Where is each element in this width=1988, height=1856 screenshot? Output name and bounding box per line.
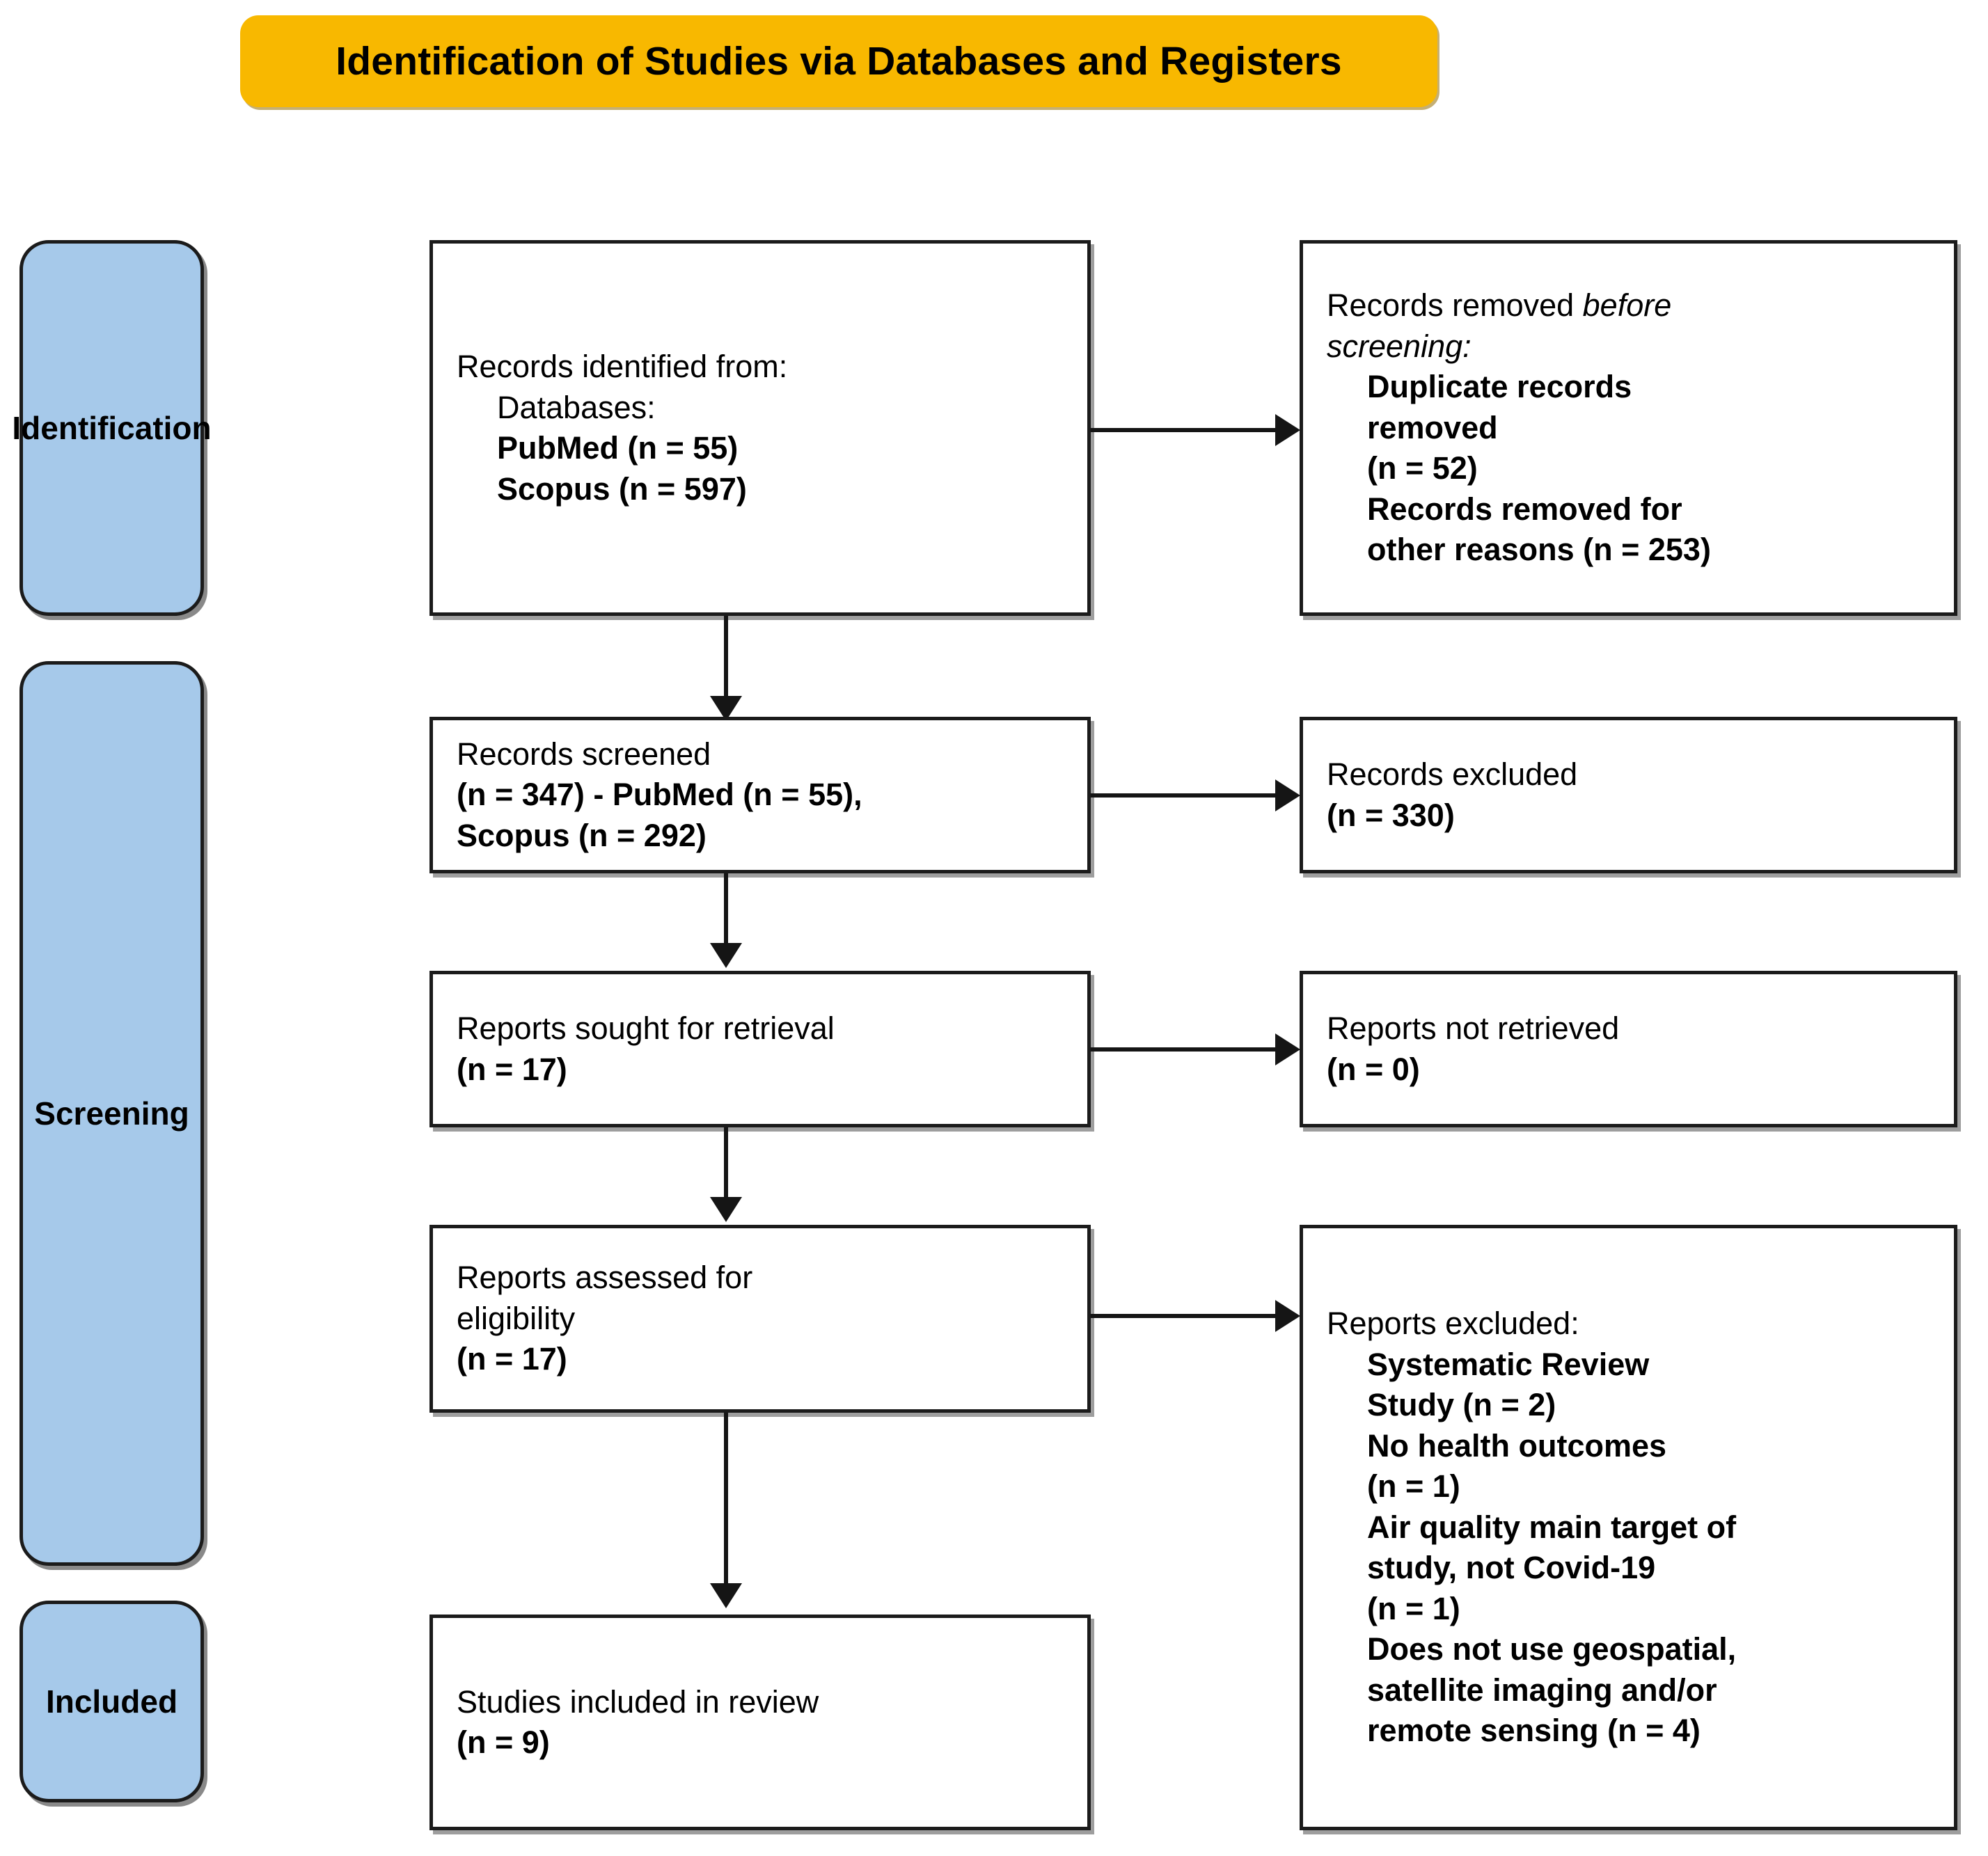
box-records-removed-text: Records removed before screening: Duplicat… (1327, 285, 1930, 571)
arrow-head-assessed-to-reports-excluded (1275, 1300, 1300, 1332)
box-text-line: Does not use geospatial, (1367, 1631, 1737, 1667)
box-text-line: remote sensing (n = 4) (1367, 1713, 1701, 1749)
box-records-identified: Records identified from: Databases: PubMed… (429, 240, 1091, 616)
arrow-line-screened-to-sought (724, 873, 728, 943)
box-text-line: other reasons (n = 253) (1367, 532, 1711, 568)
box-text-line: PubMed (n = 55) (497, 430, 739, 466)
box-text-line: (n = 17) (457, 1341, 567, 1377)
arrow-line-identified-to-removed (1091, 428, 1275, 432)
box-records-screened-text: Records screened (n = 347) - PubMed (n = … (457, 734, 1064, 857)
stage-box-included: Included (19, 1601, 204, 1802)
box-records-excluded: Records excluded (n = 330) (1300, 717, 1957, 873)
box-text-line: Systematic Review (1367, 1346, 1650, 1382)
arrow-line-screened-to-excluded (1091, 793, 1275, 798)
arrow-head-sought-to-assessed (710, 1197, 742, 1222)
box-text-line: Scopus (n = 292) (457, 817, 707, 853)
stage-label-included: Included (45, 1683, 178, 1720)
arrow-line-identified-to-screened (724, 616, 728, 696)
box-records-identified-text: Records identified from: Databases: PubMed… (457, 347, 1064, 509)
arrow-line-sought-to-assessed (724, 1127, 728, 1197)
box-text-line: (n = 1) (1367, 1590, 1460, 1626)
box-text-line: Records identified from: (457, 349, 788, 384)
box-text-line: Duplicate records (1367, 369, 1632, 405)
arrow-line-assessed-to-reports-excluded (1091, 1314, 1275, 1318)
stage-box-screening: Screening (19, 661, 204, 1566)
box-text-line: Reports assessed for (457, 1260, 753, 1296)
box-reports-assessed-text: Reports assessed for eligibility (n = 17) (457, 1258, 1064, 1380)
box-text-line: Air quality main target of (1367, 1509, 1737, 1545)
box-text-line: (n = 17) (457, 1051, 567, 1087)
arrow-head-sought-to-not-retrieved (1275, 1033, 1300, 1065)
box-text-line: Records screened (457, 736, 711, 772)
box-text-line: Study (n = 2) (1367, 1387, 1556, 1423)
box-reports-assessed: Reports assessed for eligibility (n = 17) (429, 1225, 1091, 1413)
arrow-line-sought-to-not-retrieved (1091, 1047, 1275, 1052)
stage-label-identification: Identification (12, 409, 212, 446)
box-text-line: Databases: (497, 389, 656, 425)
box-text-line: Reports not retrieved (1327, 1010, 1620, 1046)
box-text-line: No health outcomes (1367, 1427, 1667, 1464)
arrow-head-identified-to-removed (1275, 414, 1300, 446)
box-text-line: Reports excluded: (1327, 1306, 1579, 1342)
box-text-line: (n = 330) (1327, 797, 1455, 833)
box-text-line: (n = 0) (1327, 1051, 1420, 1087)
box-text-line: study, not Covid-19 (1367, 1550, 1656, 1586)
emphasis-text: before (1582, 287, 1672, 324)
box-studies-included: Studies included in review (n = 9) (429, 1615, 1091, 1830)
box-text-line: (n = 347) - PubMed (n = 55), (457, 777, 862, 813)
arrow-head-screened-to-excluded (1275, 779, 1300, 811)
box-text-line: (n = 52) (1367, 450, 1478, 486)
box-text-line: (n = 9) (457, 1724, 550, 1760)
box-text-line: Records removed before (1327, 287, 1672, 324)
diagram-title-banner: Identification of Studies via Databases … (240, 15, 1437, 107)
box-text-line: (n = 1) (1367, 1468, 1460, 1505)
box-reports-sought-text: Reports sought for retrieval (n = 17) (457, 1008, 1064, 1090)
box-text-line: Records excluded (1327, 756, 1578, 792)
arrow-line-assessed-to-included (724, 1413, 728, 1583)
box-text-line: Records removed for (1367, 491, 1682, 527)
stage-label-screening: Screening (34, 1095, 189, 1132)
page-title: Identification of Studies via Databases … (336, 39, 1342, 84)
box-text-line: eligibility (457, 1300, 576, 1336)
arrow-head-assessed-to-included (710, 1583, 742, 1608)
box-text-line: Reports sought for retrieval (457, 1010, 835, 1046)
box-records-excluded-text: Records excluded (n = 330) (1327, 754, 1930, 836)
box-reports-sought: Reports sought for retrieval (n = 17) (429, 971, 1091, 1127)
box-records-screened: Records screened (n = 347) - PubMed (n = … (429, 717, 1091, 873)
stage-box-identification: Identification (12, 240, 212, 616)
box-text-line: Studies included in review (457, 1683, 819, 1720)
box-text-line: screening: (1327, 328, 1472, 364)
box-studies-included-text: Studies included in review (n = 9) (457, 1682, 1064, 1763)
arrow-head-screened-to-sought (710, 943, 742, 968)
box-reports-not-retrieved: Reports not retrieved (n = 0) (1300, 971, 1957, 1127)
box-reports-not-retrieved-text: Reports not retrieved (n = 0) (1327, 1008, 1930, 1090)
box-text-line: satellite imaging and/or (1367, 1672, 1717, 1708)
box-records-removed: Records removed before screening: Duplicat… (1300, 240, 1957, 616)
box-text-line: Scopus (n = 597) (497, 470, 747, 507)
box-text-line: removed (1367, 409, 1498, 445)
